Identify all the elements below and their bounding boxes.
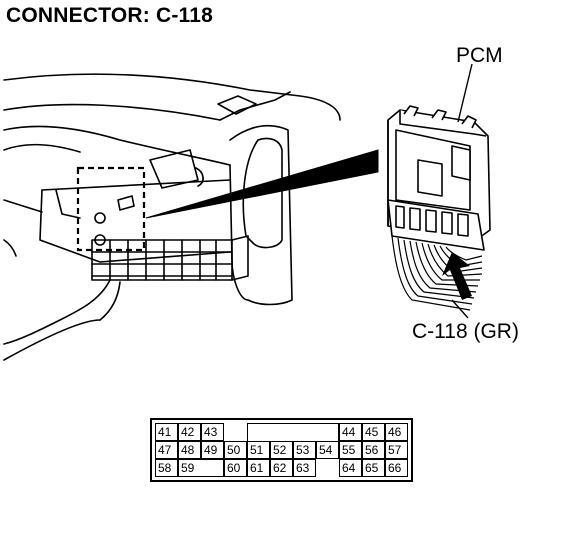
pin: 50 xyxy=(224,441,247,459)
pin-row-2: 47 48 49 50 51 52 53 54 55 56 57 xyxy=(155,441,408,459)
pin: 51 xyxy=(247,441,270,459)
pin-empty xyxy=(316,459,339,477)
pin: 43 xyxy=(201,423,224,441)
pin: 48 xyxy=(178,441,201,459)
pin-empty xyxy=(224,423,247,441)
pin: 45 xyxy=(362,423,385,441)
connector-arrow-icon xyxy=(442,252,472,300)
pin-row-3: 58 59 60 61 62 63 64 65 66 xyxy=(155,459,408,477)
pin-row-1: 41 42 43 44 45 46 xyxy=(155,423,408,441)
callout-box xyxy=(76,166,146,252)
pin-key xyxy=(247,423,339,441)
pin: 55 xyxy=(339,441,362,459)
pin: 44 xyxy=(339,423,362,441)
dashboard-illustration xyxy=(3,63,491,361)
pin: 66 xyxy=(385,459,408,477)
pin: 64 xyxy=(339,459,362,477)
pin: 42 xyxy=(178,423,201,441)
pin: 47 xyxy=(155,441,178,459)
pin: 53 xyxy=(293,441,316,459)
pin: 57 xyxy=(385,441,408,459)
pin: 46 xyxy=(385,423,408,441)
pin: 59 xyxy=(178,459,224,477)
pin: 58 xyxy=(155,459,178,477)
pin: 41 xyxy=(155,423,178,441)
pin: 61 xyxy=(247,459,270,477)
pin: 56 xyxy=(362,441,385,459)
pin: 63 xyxy=(293,459,316,477)
pin: 62 xyxy=(270,459,293,477)
pin: 54 xyxy=(316,441,339,459)
pcm-label: PCM xyxy=(456,44,503,67)
pin: 52 xyxy=(270,441,293,459)
diagram-title: CONNECTOR: C-118 xyxy=(6,4,214,27)
connector-label: C-118 (GR) xyxy=(412,320,519,343)
pin: 60 xyxy=(224,459,247,477)
connector-pinout: 41 42 43 44 45 46 47 48 49 50 51 52 53 5… xyxy=(150,418,413,482)
pin: 65 xyxy=(362,459,385,477)
callout-pointer xyxy=(145,149,379,219)
pin: 49 xyxy=(201,441,224,459)
pcm-module xyxy=(387,105,491,251)
